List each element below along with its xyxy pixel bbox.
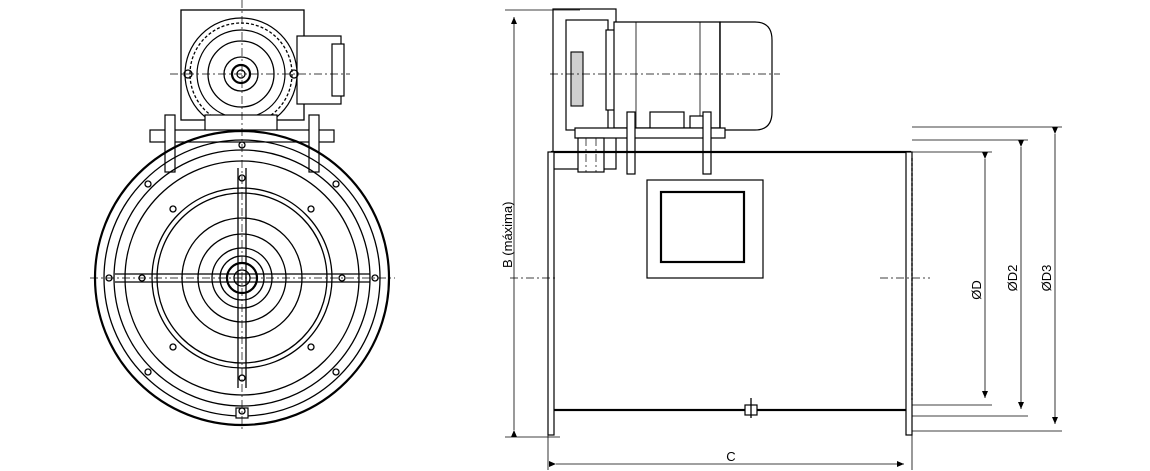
dimension-d-label: ØD (969, 280, 984, 300)
front-view (90, 0, 395, 430)
dimension-c-label: C (726, 449, 735, 464)
dimension-d2-label: ØD2 (1005, 265, 1020, 292)
dimension-d3-label: ØD3 (1039, 265, 1054, 292)
side-view (510, 8, 930, 436)
side-motor (552, 8, 773, 175)
front-motor-assembly (149, 9, 345, 173)
dimension-b-label: B (máxima) (500, 202, 515, 268)
dimensions: B (máxima) C ØD ØD2 ØD3 (500, 9, 1062, 470)
side-casing (547, 150, 913, 436)
